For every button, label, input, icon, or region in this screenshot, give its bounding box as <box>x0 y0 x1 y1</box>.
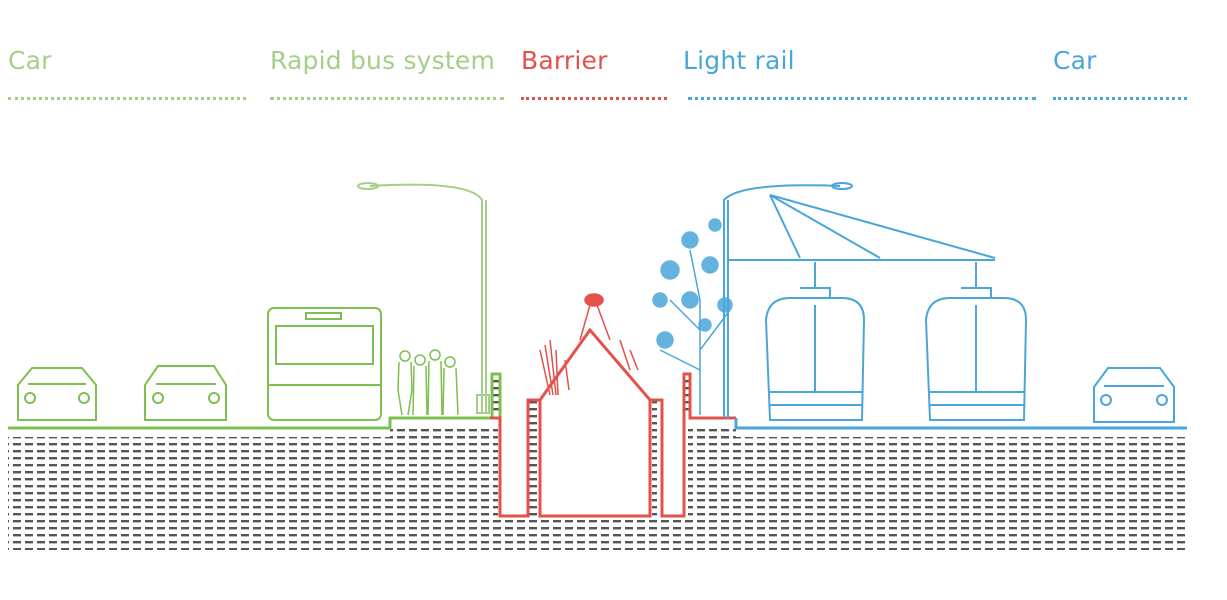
soil-hatch <box>8 375 1188 550</box>
tram-icon <box>924 262 1028 421</box>
section-divider-rapid-bus <box>270 97 504 100</box>
section-divider-car-left <box>8 97 246 100</box>
section-label-rapid-bus: Rapid bus system <box>270 46 496 75</box>
ground-lines <box>8 327 1187 518</box>
section-label-car-left: Car <box>8 46 52 75</box>
car-icon <box>144 365 227 421</box>
car-icon <box>17 367 97 421</box>
pedestrians-icon <box>397 349 459 416</box>
car-icon <box>1093 367 1175 423</box>
light-rail-pole <box>723 182 996 418</box>
section-divider-light-rail <box>688 97 1036 100</box>
street-lamp-green <box>357 182 490 414</box>
barrier-vegetation <box>539 293 639 396</box>
section-label-car-right: Car <box>1053 46 1097 75</box>
section-divider-car-right <box>1053 97 1187 100</box>
section-label-light-rail: Light rail <box>683 46 795 75</box>
tree-icon <box>652 218 733 415</box>
section-label-barrier: Barrier <box>521 46 608 75</box>
tram-icon <box>764 262 866 421</box>
section-divider-barrier <box>521 97 667 100</box>
bus-icon <box>267 307 382 421</box>
